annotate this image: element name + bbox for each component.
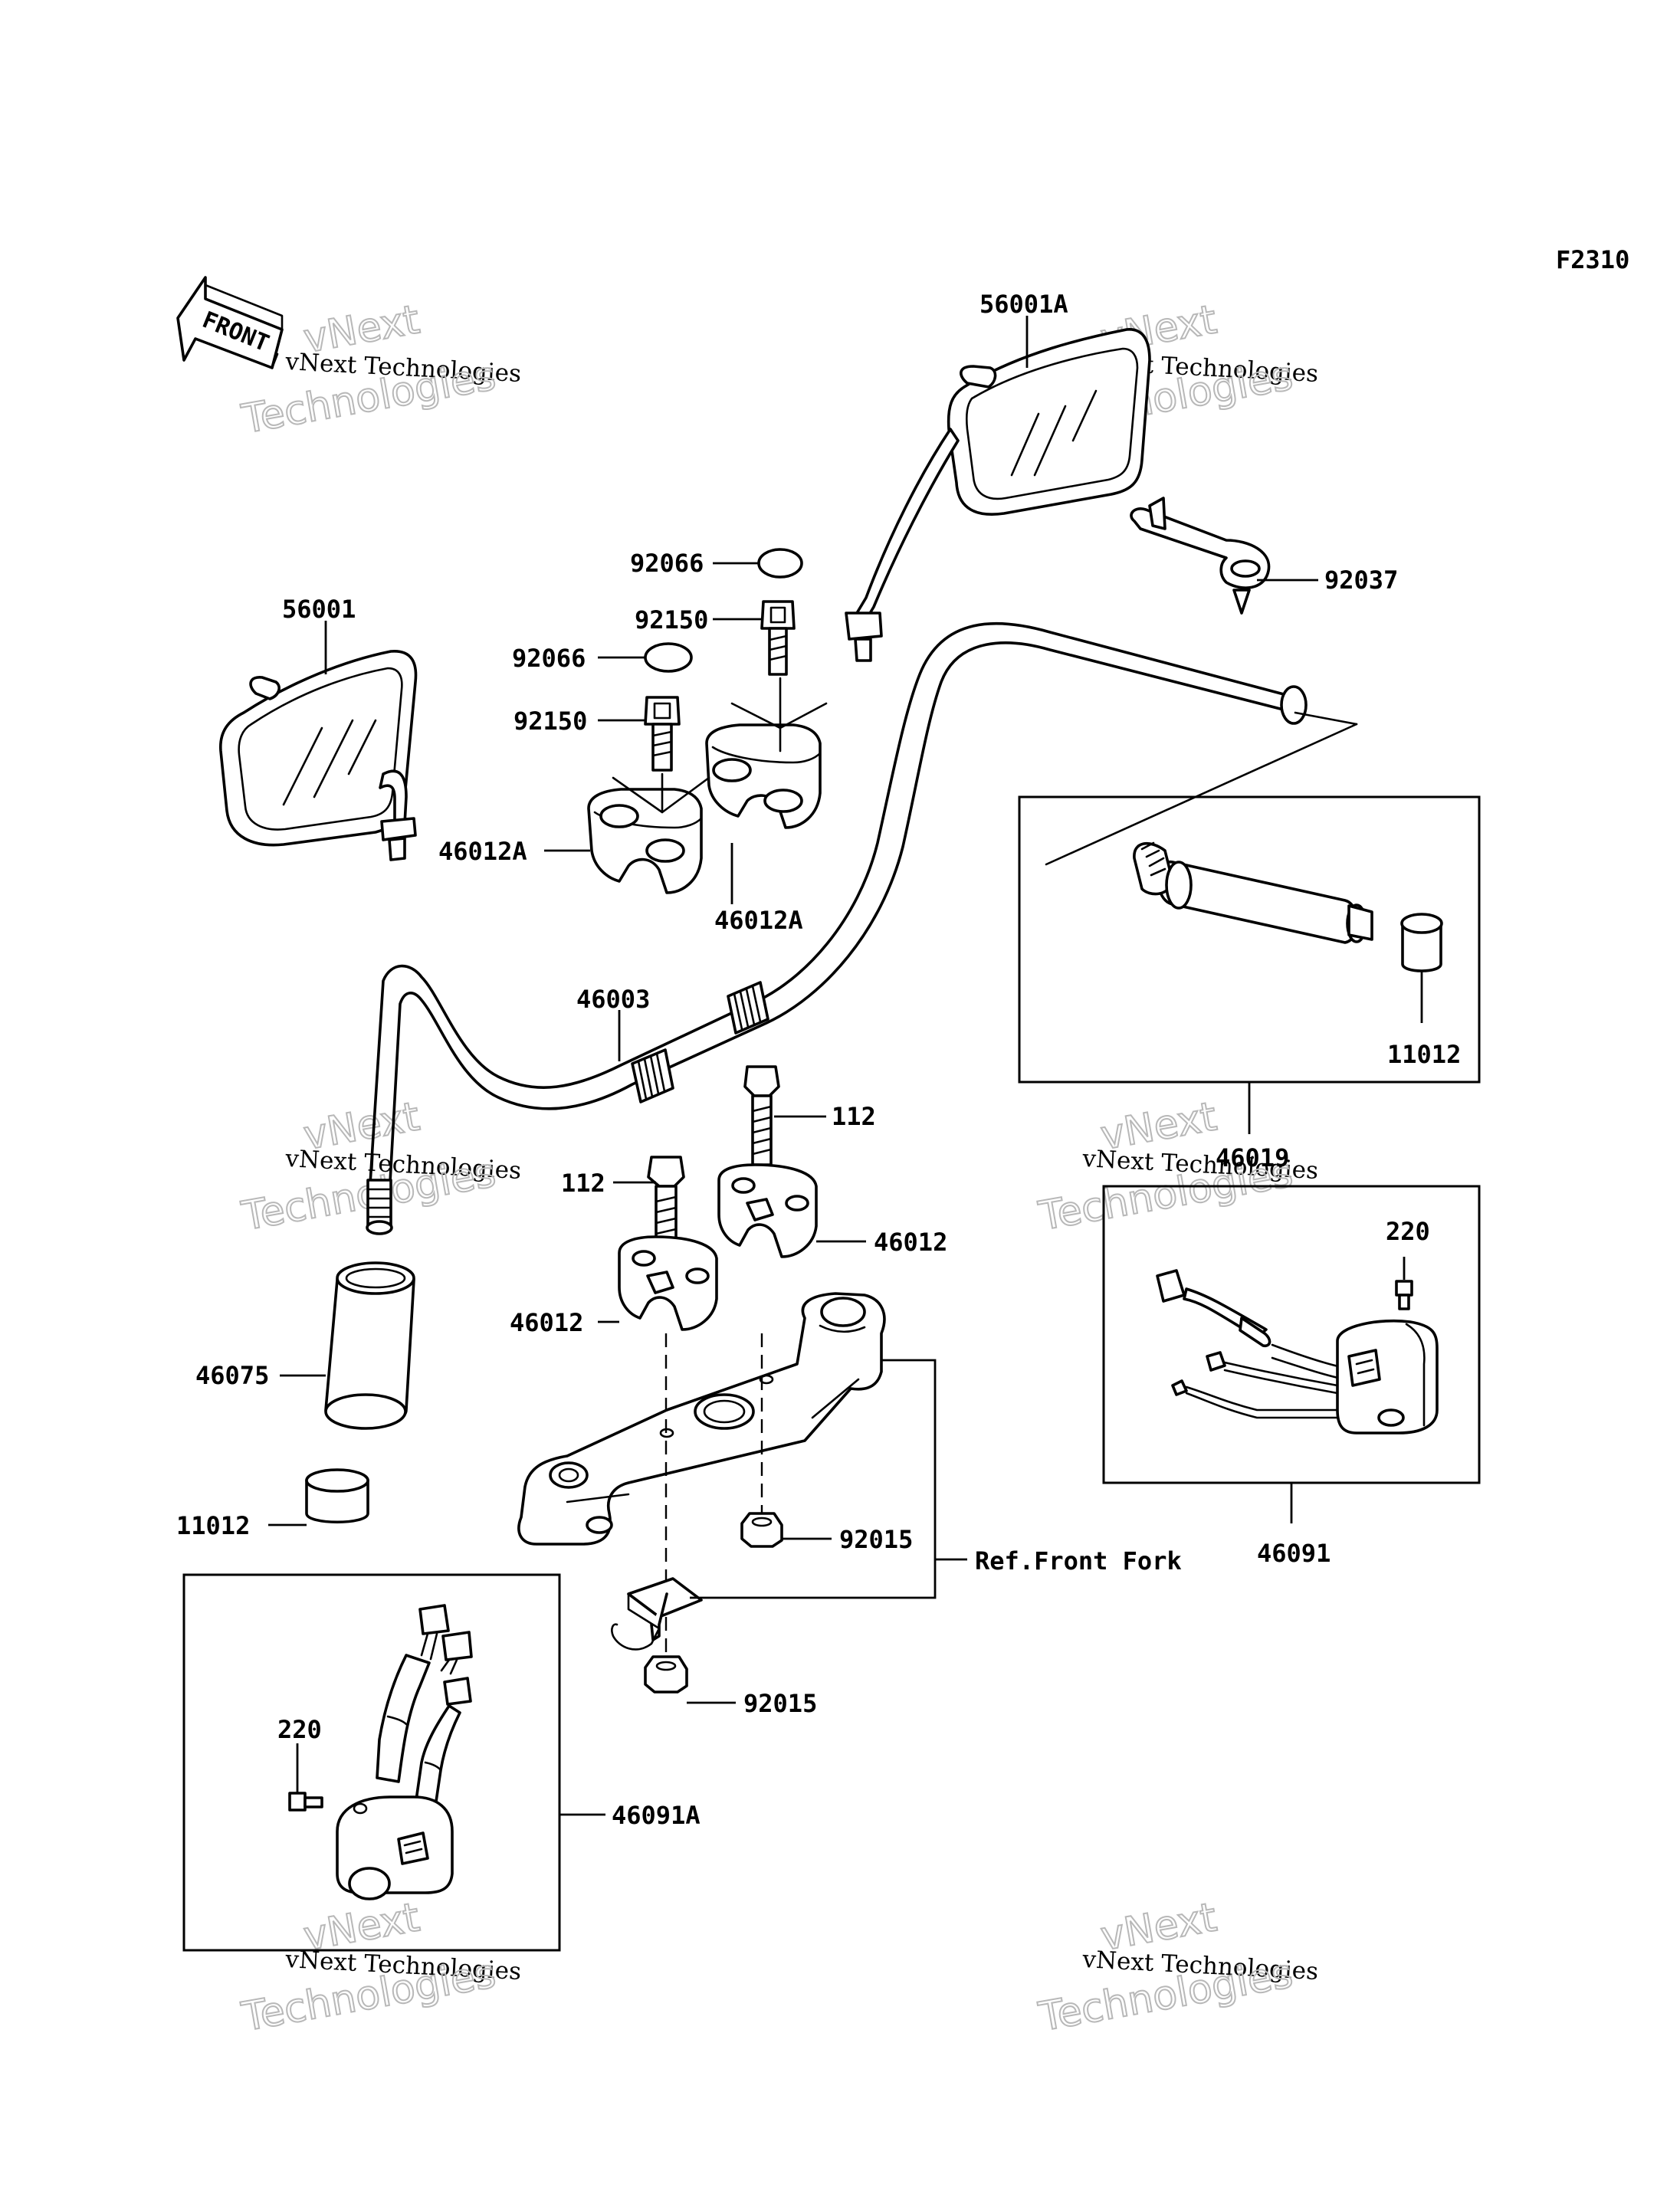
label-11012-right: 11012: [1387, 1040, 1461, 1069]
tool-wrench-92037: [1130, 497, 1271, 615]
watermark-bottom-right: vNext vNext Technologies Technologies: [1035, 1894, 1319, 2041]
nut-92015-a: [740, 1512, 783, 1548]
ref-front-fork-leader: [690, 1359, 967, 1599]
label-46091: 46091: [1257, 1539, 1331, 1568]
label-46003: 46003: [576, 985, 650, 1014]
label-92150-a: 92150: [635, 605, 708, 635]
label-92015-a: 92015: [839, 1525, 913, 1554]
label-46012-a: 46012: [874, 1228, 947, 1257]
label-11012-left: 11012: [176, 1511, 250, 1540]
holder-46012A-a: [587, 788, 703, 894]
holder-46012-a: [717, 1163, 818, 1258]
label-92015-b: 92015: [743, 1689, 817, 1718]
label-46091A: 46091A: [612, 1801, 701, 1830]
label-ref-front-fork: Ref.Front Fork: [975, 1546, 1182, 1576]
holder-46012A-b: [705, 723, 822, 829]
figure-code: F2310: [1556, 245, 1629, 274]
label-220-left: 220: [277, 1715, 322, 1744]
label-46012A-a: 46012A: [438, 837, 527, 866]
label-112-b: 112: [561, 1169, 605, 1198]
cap-92066-b: [644, 642, 693, 673]
bolt-92150-a: [760, 600, 796, 676]
watermark-bottom-left: vNext vNext Technologies Technologies: [238, 1894, 522, 2041]
bolt-guide-b: [730, 677, 828, 753]
end-cap-11012-left: [305, 1468, 369, 1523]
label-56001A: 56001A: [979, 290, 1068, 319]
mirror-right-56001A: [845, 328, 1151, 662]
handlebar-46003: [366, 621, 1308, 1235]
part-labels: 56001A 56001 92037 92066 92150 92066 921…: [176, 290, 1461, 1830]
watermark-top-left: vNext vNext Technologies Technologies: [238, 296, 522, 444]
label-46075: 46075: [195, 1361, 269, 1390]
label-92150-b: 92150: [514, 707, 587, 736]
left-grip-46075: [324, 1261, 415, 1430]
bracket-hook: [611, 1577, 703, 1651]
label-112-a: 112: [832, 1102, 876, 1131]
leader-lines: [268, 316, 1318, 1704]
label-46012A-b: 46012A: [714, 906, 803, 935]
left-switch-assembly-46091A: [182, 1573, 605, 1952]
label-92066-a: 92066: [630, 549, 704, 578]
cap-92066-a: [757, 548, 803, 579]
mirror-left-56001: [219, 650, 418, 861]
label-56001: 56001: [282, 595, 356, 624]
bolt-112-a: [743, 1065, 780, 1166]
label-220-right: 220: [1386, 1217, 1430, 1246]
holder-46012-b: [618, 1235, 718, 1331]
label-46019: 46019: [1216, 1143, 1289, 1172]
nut-92015-b: [644, 1655, 688, 1694]
front-arrow-icon: FRONT: [176, 276, 284, 369]
throttle-grip-assembly-46019: [1018, 711, 1481, 1134]
right-switch-assembly-46091: [1102, 1185, 1481, 1523]
label-92037: 92037: [1324, 566, 1398, 595]
label-46012-b: 46012: [510, 1308, 583, 1337]
label-92066-b: 92066: [512, 644, 586, 673]
bolt-92150-b: [644, 696, 681, 772]
bolt-guide-a: [612, 772, 710, 814]
triple-clamp: [517, 1292, 886, 1546]
